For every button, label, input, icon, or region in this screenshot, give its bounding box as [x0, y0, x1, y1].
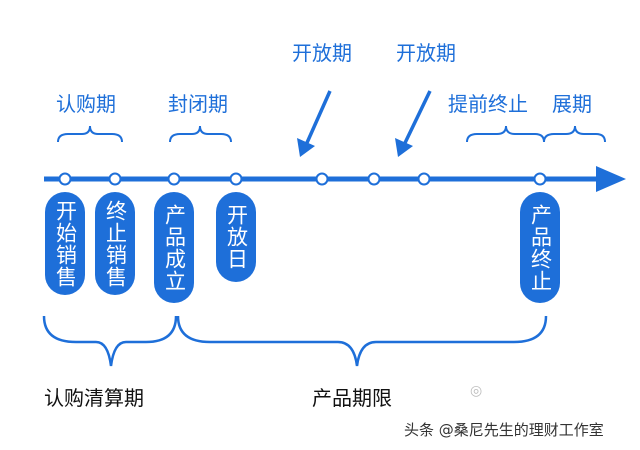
label-early-termination: 提前终止: [448, 92, 528, 116]
label-open-period-2: 开放期: [396, 41, 456, 65]
timeline-node: [229, 172, 243, 186]
brace-subscription: [57, 125, 123, 143]
timeline-node: [108, 172, 122, 186]
milestone-product-established: 产品成立: [154, 192, 194, 303]
timeline-node: [417, 172, 431, 186]
label-subscription-period: 认购期: [56, 92, 116, 116]
label-subscription-settlement-period: 认购清算期: [44, 386, 144, 410]
timeline-node: [533, 172, 547, 186]
watermark-logo-icon: ◎: [470, 383, 483, 399]
timeline-node: [167, 172, 181, 186]
label-product-term: 产品期限: [312, 386, 392, 410]
milestone-product-termination: 产品终止: [520, 192, 560, 303]
milestone-end-sale: 终止销售: [95, 192, 135, 295]
timeline-arrowhead: [596, 166, 626, 192]
label-extension: 展期: [552, 92, 592, 116]
label-closed-period: 封闭期: [168, 92, 228, 116]
brace-early-termination: [466, 125, 545, 143]
milestone-open-day: 开放日: [216, 192, 256, 282]
open-arrow-2-head: [395, 138, 413, 157]
open-arrow-1: [304, 90, 332, 146]
brace-product-term: [176, 315, 548, 367]
open-arrow-1-head: [297, 138, 315, 157]
timeline-node: [315, 172, 329, 186]
watermark: 头条 @桑尼先生的理财工作室: [404, 421, 604, 439]
label-open-period-1: 开放期: [292, 41, 352, 65]
brace-extension: [543, 125, 606, 143]
timeline-node: [367, 172, 381, 186]
brace-settlement: [42, 315, 178, 367]
open-arrow-2: [402, 90, 432, 146]
milestone-start-sale: 开始销售: [45, 192, 85, 295]
timeline-node: [58, 172, 72, 186]
brace-closed: [169, 125, 232, 143]
